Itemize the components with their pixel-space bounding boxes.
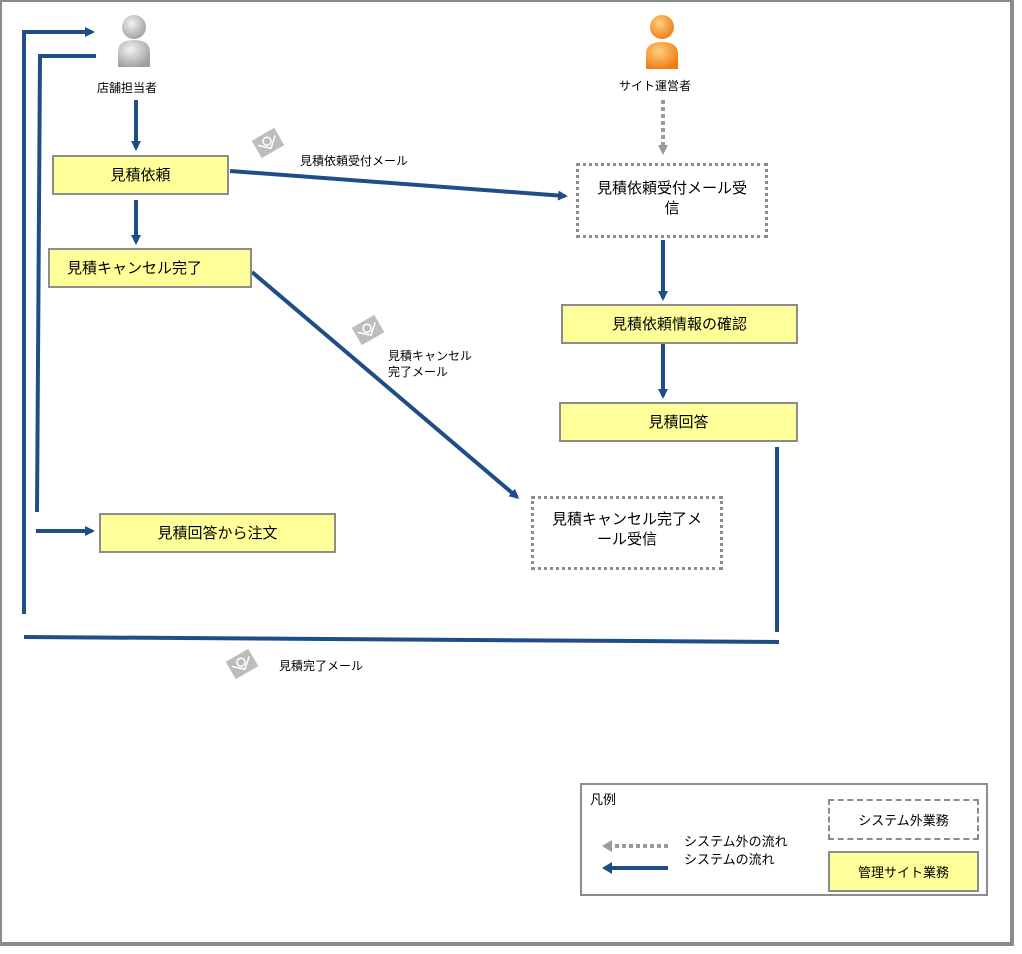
task-receive-request-mail[interactable]: 見積依頼受付メール受信	[576, 163, 768, 238]
legend-external-task: システム外業務	[828, 799, 979, 840]
flow-cancel-mail	[250, 270, 520, 499]
task-receive-cancel-mail-label: 見積キャンセル完了メール受信	[552, 510, 703, 548]
task-confirm-info-label: 見積依頼情報の確認	[611, 315, 747, 333]
legend-system-task-label: 管理サイト業務	[857, 866, 949, 881]
legend-external-flow-label: システム外の流れ	[684, 835, 788, 850]
actor-store-label: 店舗担当者	[97, 81, 158, 95]
mail-label-request: 見積依頼受付メール	[300, 154, 409, 168]
mail-label-cancel-line2: 完了メール	[388, 365, 449, 379]
person-gray-icon	[118, 15, 150, 67]
person-orange-icon	[646, 15, 678, 69]
mail-icon	[251, 127, 285, 159]
mail-icon	[351, 314, 385, 346]
task-answer[interactable]: 見積回答	[559, 402, 798, 442]
legend: 凡例 システム外の流れ システムの流れ システム外業務 管理サイト業務	[580, 783, 988, 896]
flow-request-mail	[229, 169, 568, 201]
task-receive-cancel-mail[interactable]: 見積キャンセル完了メール受信	[531, 496, 723, 570]
legend-arrows	[602, 840, 668, 874]
mail-label-complete: 見積完了メール	[279, 659, 364, 673]
task-cancel-done[interactable]: 見積キャンセル完了	[48, 248, 252, 288]
actor-operator-label: サイト運営者	[619, 79, 692, 93]
task-order-from-answer[interactable]: 見積回答から注文	[99, 513, 336, 553]
legend-external-task-label: システム外業務	[858, 814, 949, 829]
task-cancel-done-label: 見積キャンセル完了	[67, 259, 203, 277]
mail-icon	[225, 648, 259, 680]
mail-label-cancel-line1: 見積キャンセル	[388, 349, 473, 363]
flow-actor-to-order	[35, 54, 96, 513]
flow-return-to-actor	[22, 27, 95, 614]
task-order-from-answer-label: 見積回答から注文	[157, 524, 278, 542]
task-receive-request-mail-label: 見積依頼受付メール受信	[596, 179, 747, 217]
legend-system-task: 管理サイト業務	[828, 851, 979, 892]
task-confirm-info[interactable]: 見積依頼情報の確認	[561, 304, 798, 344]
task-answer-label: 見積回答	[648, 413, 709, 431]
flow-complete-mail	[23, 635, 780, 644]
legend-title: 凡例	[590, 793, 617, 808]
task-request[interactable]: 見積依頼	[52, 155, 229, 195]
task-request-label: 見積依頼	[110, 166, 171, 184]
legend-system-flow-label: システムの流れ	[684, 853, 775, 868]
